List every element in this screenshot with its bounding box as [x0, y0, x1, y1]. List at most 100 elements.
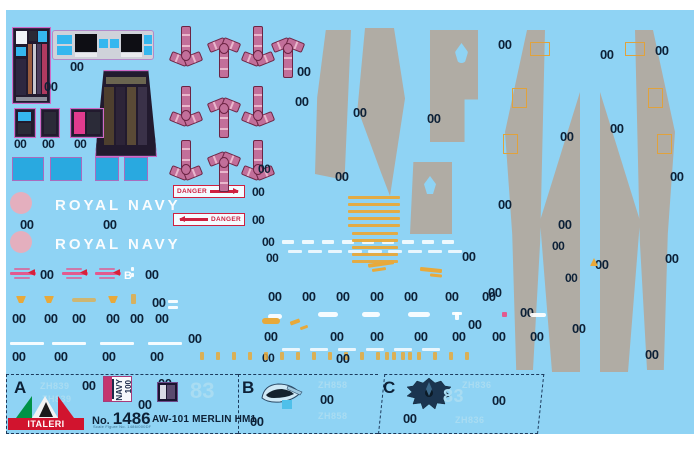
- decal-small-stencil: [590, 258, 598, 266]
- registration-mark: 00: [445, 289, 459, 304]
- decal-rotor-hub: [240, 140, 276, 192]
- decal-small-stencil: [310, 348, 328, 351]
- decal-orange-tick: [200, 352, 204, 360]
- registration-mark: 00: [268, 289, 282, 304]
- kit-prefix: No.: [92, 415, 110, 427]
- legend-letter-c: C: [383, 378, 396, 397]
- decal-small-stencil: [288, 250, 302, 253]
- decal-small-panel-2: [40, 108, 60, 138]
- legend-bar: [6, 374, 694, 434]
- decal-orange-tick: [376, 352, 380, 360]
- decal-grey-panel-4: [410, 162, 452, 234]
- danger-label: DANGER: [177, 188, 207, 195]
- decal-flight-helmet-art: [258, 380, 304, 406]
- registration-mark: 00: [498, 37, 512, 52]
- decal-blue-window-2: [50, 157, 82, 181]
- decal-small-stencil: [80, 269, 87, 276]
- decal-small-stencil: [388, 250, 402, 253]
- legend-code-b-bottom: ZH858: [318, 411, 348, 421]
- decal-orange-marker-3: [503, 134, 518, 154]
- registration-mark: 00: [482, 289, 496, 304]
- decal-small-stencil: [362, 240, 374, 244]
- italeri-logo: ITALERI: [8, 396, 84, 430]
- decal-orange-tick: [385, 352, 389, 360]
- decal-small-stencil: [422, 240, 434, 244]
- decal-small-stencil: [348, 250, 362, 253]
- decal-small-stencil: [452, 312, 462, 315]
- registration-mark: 00: [130, 311, 144, 326]
- decal-small-stencil: [99, 277, 115, 279]
- decal-small-stencil: [131, 267, 134, 271]
- decal-rotor-hub: [270, 26, 306, 78]
- registration-mark: 00: [40, 267, 54, 282]
- decal-small-stencil: [66, 268, 82, 270]
- decal-orange-tick: [296, 352, 300, 360]
- italeri-brand-text: ITALERI: [8, 418, 84, 430]
- sheet-edge-bottom: [0, 434, 700, 466]
- registration-mark: 00: [414, 329, 428, 344]
- registration-mark: 00: [404, 289, 418, 304]
- decal-small-stencil: [262, 318, 280, 324]
- kit-title: AW-101 MERLIN HM1: [152, 414, 257, 425]
- registration-mark: 00: [488, 285, 502, 300]
- decal-small-stencil: [168, 306, 178, 309]
- decal-small-stencil: [14, 268, 30, 270]
- decal-small-stencil: [352, 232, 398, 235]
- decal-orange-tick: [264, 352, 268, 360]
- registration-mark: 00: [20, 217, 34, 232]
- logo-flag-green: [16, 396, 32, 418]
- legend-code-a-top: ZH839: [40, 381, 70, 391]
- decal-overhead-console: [95, 70, 157, 157]
- decal-small-stencil: [348, 217, 400, 220]
- decal-roundel-1: [10, 192, 32, 214]
- decal-orange-marker-4: [625, 42, 645, 56]
- decal-grey-wing-right-inner: [600, 92, 640, 372]
- danger-arrow-left-icon: [178, 216, 209, 222]
- sheet-edge-left: [0, 0, 6, 466]
- decal-small-stencil: [429, 273, 443, 278]
- decal-small-stencil: [10, 272, 36, 275]
- registration-mark: 00: [302, 289, 316, 304]
- registration-mark: 00: [462, 249, 476, 264]
- decal-orange-marker-6: [657, 134, 672, 154]
- logo-flag-red: [58, 396, 74, 418]
- decal-blue-window-3: [95, 157, 119, 181]
- decal-orange-tick: [280, 352, 284, 360]
- registration-mark: 00: [262, 235, 275, 249]
- decal-royal-navy-text-2: ROYAL NAVY: [55, 236, 181, 253]
- decal-small-stencil: [131, 273, 134, 277]
- registration-mark: 00: [74, 137, 87, 151]
- decal-small-panel-3: [70, 108, 104, 138]
- decal-small-stencil: [352, 260, 398, 263]
- decal-main-instrument-panel: [52, 30, 154, 60]
- decal-small-stencil: [14, 277, 30, 279]
- decal-small-stencil: [338, 348, 356, 351]
- decal-rotor-hub: [168, 86, 204, 138]
- decal-rotor-hub: [206, 140, 242, 192]
- decal-small-stencil: [342, 240, 354, 244]
- registration-mark: 00: [370, 329, 384, 344]
- decal-blue-window-4: [124, 157, 148, 181]
- decal-orange-tick: [232, 352, 236, 360]
- registration-mark: 00: [152, 295, 166, 310]
- decal-small-stencil: [348, 224, 400, 227]
- registration-mark: 00: [72, 311, 86, 326]
- fineprint: Scale Figure No. 1486/000DF: [93, 424, 152, 429]
- registration-mark: 00: [188, 331, 202, 346]
- registration-mark: 00: [106, 311, 120, 326]
- decal-small-stencil: [442, 240, 454, 244]
- decal-orange-tick: [392, 352, 396, 360]
- registration-mark: 00: [252, 213, 265, 227]
- kit-number: 1486: [112, 409, 151, 428]
- decal-small-stencil: [282, 348, 300, 351]
- registration-mark: 00: [492, 329, 506, 344]
- decal-orange-tick: [312, 352, 316, 360]
- registration-mark: 00: [155, 311, 169, 326]
- legend-letter-a: A: [14, 378, 27, 397]
- legend-number-83: 83: [190, 378, 215, 403]
- decal-small-stencil: [322, 240, 334, 244]
- registration-mark: 00: [14, 137, 27, 151]
- navy-word-label: NAVY: [115, 379, 124, 401]
- registration-mark: 00: [12, 311, 26, 326]
- decal-small-stencil: [348, 196, 400, 199]
